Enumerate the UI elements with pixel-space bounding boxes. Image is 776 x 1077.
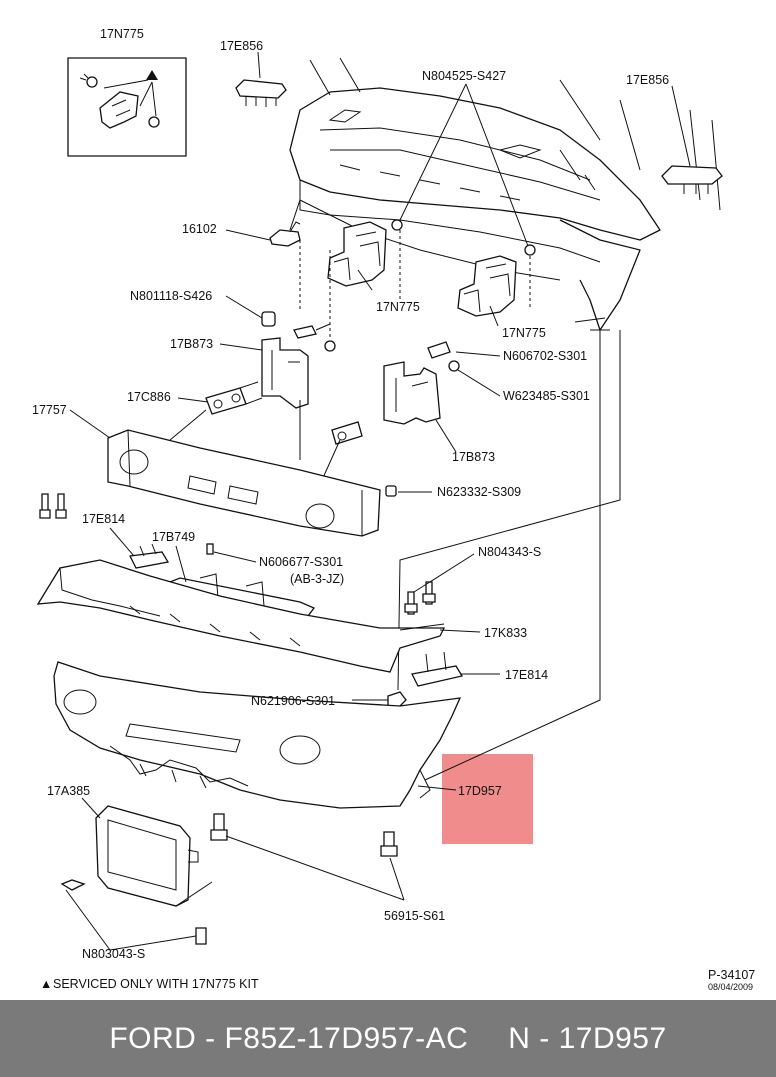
mounting-bracket-right[interactable]: [457, 244, 536, 317]
label-17n775-a: 17N775: [376, 300, 420, 314]
label-n804343: N804343-S: [478, 545, 541, 559]
label-p34107: P-34107: [708, 968, 755, 982]
footer-sep: -: [196, 1021, 225, 1055]
label-17n775-b: 17N775: [502, 326, 546, 340]
bumper-cover-17d957[interactable]: [53, 661, 462, 809]
callout-labels: 17N775 17E856 N804525-S427 17E856 16102 …: [32, 27, 755, 992]
plate-17c886[interactable]: [205, 381, 263, 415]
nut-n621906[interactable]: [387, 691, 407, 709]
label-17b749: 17B749: [152, 530, 195, 544]
label-n801118: N801118-S426: [130, 289, 212, 303]
isolator-pad-left[interactable]: [235, 79, 287, 107]
label-diagram-date: 08/04/2009: [708, 982, 753, 992]
clip-nut-n801118[interactable]: [261, 311, 276, 327]
label-n606677: N606677-S301: [259, 555, 343, 569]
label-17e814-a: 17E814: [82, 512, 125, 526]
assembly-guides: [169, 230, 621, 781]
label-16102: 16102: [182, 222, 217, 236]
bracket-17b873-right[interactable]: [331, 341, 460, 445]
selected-part-highlight[interactable]: [442, 754, 533, 844]
bracket-17e814-right[interactable]: [411, 651, 464, 687]
label-n606702: N606702-S301: [503, 349, 587, 363]
studs-left[interactable]: [39, 493, 67, 519]
bolts-56915[interactable]: [210, 813, 398, 857]
bumper-upper-shield[interactable]: [36, 559, 446, 673]
note-symbol-triangle: ▲: [40, 977, 52, 991]
bracket-17e814-left[interactable]: [129, 543, 170, 569]
label-n623332: N623332-S309: [437, 485, 521, 499]
label-17b873-a: 17B873: [170, 337, 213, 351]
service-note: SERVICED ONLY WITH 17N775 KIT: [53, 977, 259, 991]
kit-inset: [67, 57, 187, 157]
studs-n804343[interactable]: [404, 581, 436, 615]
bracket-16102[interactable]: [269, 221, 301, 247]
leader-lines: [65, 51, 691, 951]
isolator-pad-right[interactable]: [661, 165, 723, 194]
bracket-17b873-left[interactable]: [261, 323, 336, 409]
parts-diagram: 17N775 17E856 N804525-S427 17E856 16102 …: [32, 27, 755, 992]
fog-lamp-17a385[interactable]: [60, 805, 213, 945]
label-17b873-b: 17B873: [452, 450, 495, 464]
label-n803043: N803043-S: [82, 947, 145, 961]
label-17c886: 17C886: [127, 390, 171, 404]
label-56915: 56915-S61: [384, 909, 445, 923]
part-footer-bar: FORD - F85Z-17D957-AC N - 17D957: [0, 1000, 776, 1077]
label-17n775-kit: 17N775: [100, 27, 144, 41]
label-w623485: W623485-S301: [503, 389, 590, 403]
label-17d957[interactable]: 17D957: [458, 784, 502, 798]
label-17e814-b: 17E814: [505, 668, 548, 682]
footer-brand: FORD: [109, 1021, 197, 1055]
label-n804525: N804525-S427: [422, 69, 506, 83]
label-ab3jz: (AB-3-JZ): [290, 572, 344, 586]
mounting-bracket-left[interactable]: [327, 219, 403, 287]
label-17757: 17757: [32, 403, 67, 417]
footer-part-number: F85Z-17D957-AC: [224, 1021, 469, 1055]
label-17a385: 17A385: [47, 784, 90, 798]
label-17e856-left: 17E856: [220, 39, 263, 53]
label-17k833: 17K833: [484, 626, 527, 640]
reinforcement-bar-17757[interactable]: [107, 429, 397, 537]
label-17e856-right: 17E856: [626, 73, 669, 87]
label-n621906: N621906-S301: [251, 694, 335, 708]
footer-ref: N - 17D957: [508, 1021, 667, 1055]
